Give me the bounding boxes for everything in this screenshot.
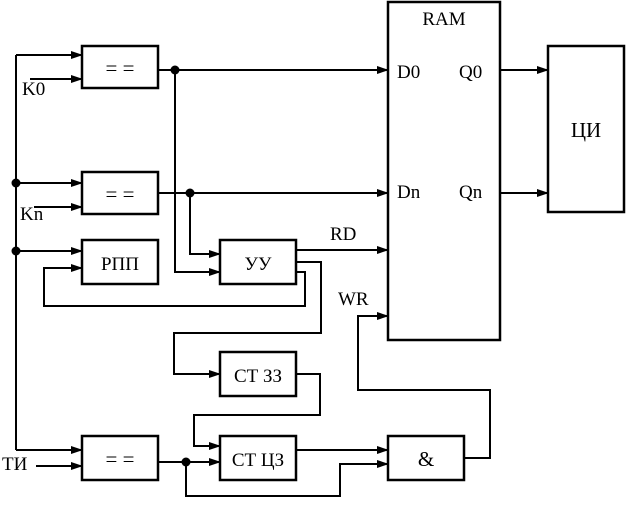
uu-block: УУ — [218, 238, 298, 286]
st-cz-block: СТ ЦЗ — [218, 434, 298, 482]
ram-block: RAM D0 Dn Q0 Qn — [386, 0, 502, 342]
compare-middle-label: = = — [106, 182, 135, 206]
compare-block-top: = = — [80, 44, 160, 90]
ti-signal-label: ТИ — [2, 454, 28, 475]
compare-block-bottom: = = — [80, 434, 160, 482]
compare-bottom-label: = = — [106, 447, 135, 471]
wr-signal-label: WR — [338, 289, 369, 310]
ram-port-dn: Dn — [397, 182, 421, 203]
rpp-block: РПП — [80, 238, 160, 286]
compare-top-label: = = — [106, 56, 135, 80]
ci-label: ЦИ — [571, 118, 601, 142]
junction-dots — [11, 65, 195, 467]
ci-block: ЦИ — [546, 44, 626, 214]
compare-block-middle: = = — [80, 170, 160, 216]
kn-signal-label: Kn — [20, 204, 44, 225]
ram-label: RAM — [422, 9, 465, 30]
st-cz-label: СТ ЦЗ — [232, 450, 284, 471]
uu-label: УУ — [245, 254, 272, 275]
k0-signal-label: K0 — [22, 79, 45, 100]
st-zz-label: СТ ЗЗ — [234, 366, 282, 387]
st-zz-block: СТ ЗЗ — [218, 350, 298, 398]
ram-port-qn: Qn — [459, 182, 483, 203]
rd-signal-label: RD — [330, 224, 356, 245]
ram-port-q0: Q0 — [459, 62, 482, 83]
and-gate-block: & — [386, 434, 466, 482]
and-gate-label: & — [418, 447, 434, 471]
rpp-label: РПП — [101, 254, 139, 275]
ram-port-d0: D0 — [397, 62, 420, 83]
